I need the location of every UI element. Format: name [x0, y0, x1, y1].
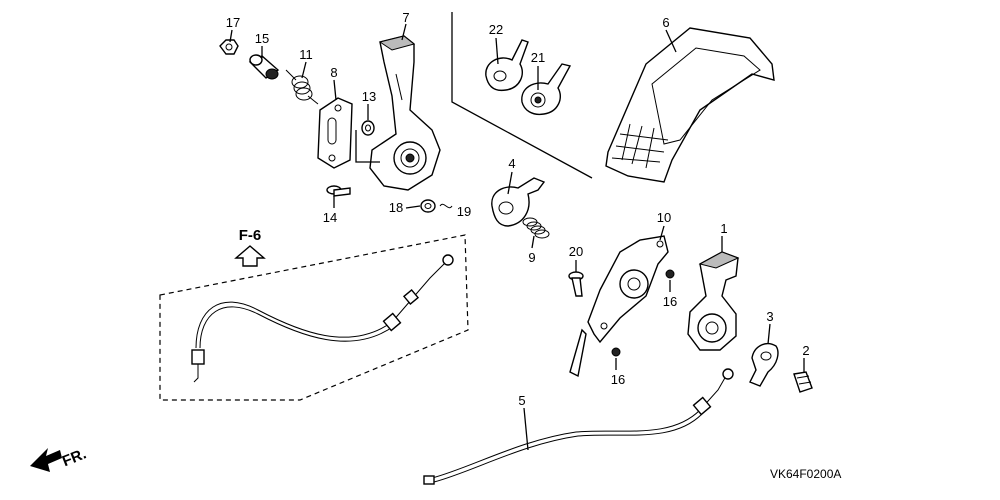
part-7-throttle-lever: [369, 35, 441, 191]
direction-label: FR.: [60, 445, 89, 470]
part-3-plate: [749, 342, 779, 387]
callout-19: 19: [457, 204, 471, 219]
figure-code: VK64F0200A: [770, 467, 841, 481]
part-18-washer: [420, 199, 436, 213]
callout-10: 10: [657, 210, 671, 225]
callout-21: 21: [531, 50, 545, 65]
part-20-bolt: [568, 271, 584, 297]
part-10-bracket: [569, 235, 669, 378]
part-1-lever: [687, 251, 740, 351]
part-22-friction-plate: [485, 39, 529, 92]
leader-lines: [229, 23, 805, 451]
reference-up-arrow: [234, 245, 266, 267]
part-15-collar: [248, 54, 280, 80]
part-21-friction-plate: [521, 63, 572, 116]
callout-11: 11: [299, 47, 313, 62]
callout-13: 13: [362, 89, 376, 104]
part-4-plate: [491, 177, 546, 227]
callout-4: 4: [508, 156, 515, 171]
callout-16a: 16: [663, 294, 677, 309]
callout-18: 18: [389, 200, 403, 215]
callout-6: 6: [662, 15, 669, 30]
inset-frame: [451, 12, 593, 179]
part-8-plate: [317, 97, 353, 169]
part-17-nut: [219, 39, 239, 55]
part-13-washer: [361, 120, 375, 136]
part-16-screw-b: [611, 347, 621, 357]
reference-dashed-box: [159, 234, 469, 401]
callout-3: 3: [766, 309, 773, 324]
front-direction-arrow-icon: [30, 448, 62, 472]
callout-9: 9: [528, 250, 535, 265]
part-16-screw-a: [665, 269, 675, 279]
part-2-collar: [793, 371, 813, 393]
part-11-spring: [285, 69, 319, 105]
part-5-throttle-cable: [423, 368, 734, 485]
callout-2: 2: [802, 343, 809, 358]
callout-20: 20: [569, 244, 583, 259]
callout-5: 5: [518, 393, 525, 408]
callout-7: 7: [402, 10, 409, 25]
callout-8: 8: [330, 65, 337, 80]
callout-14: 14: [323, 210, 337, 225]
part-6-control-cover: [605, 27, 775, 183]
reference-label-f6: F-6: [239, 227, 262, 244]
callout-15: 15: [255, 31, 269, 46]
callout-22: 22: [489, 22, 503, 37]
callout-1: 1: [720, 221, 727, 236]
reference-cable: [191, 254, 454, 383]
callout-17: 17: [226, 15, 240, 30]
part-14-bolt: [326, 185, 351, 197]
callout-16b: 16: [611, 372, 625, 387]
part-9-spring: [522, 217, 550, 239]
part-19-clip: [439, 203, 453, 209]
